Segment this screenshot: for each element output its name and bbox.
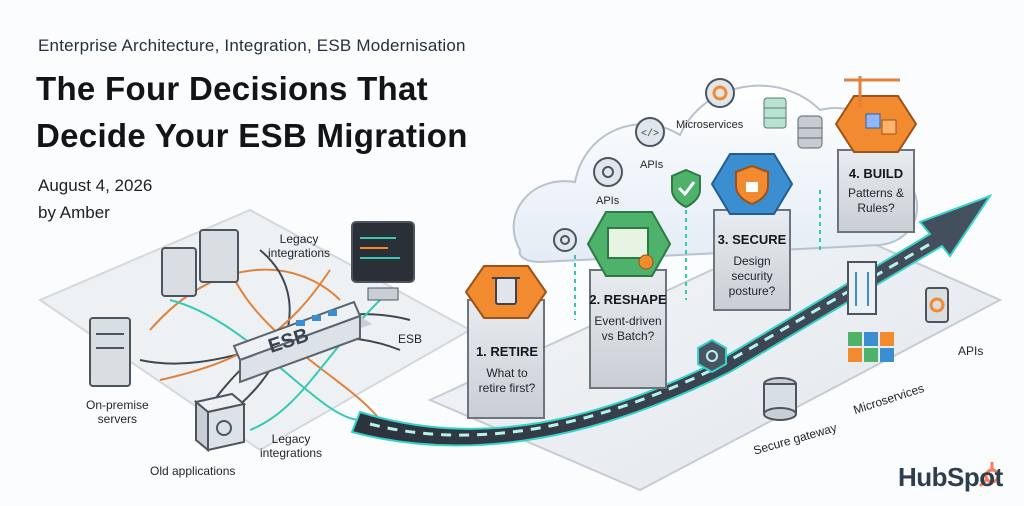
secure-question-line: security <box>731 269 773 283</box>
reshape-question-line: Event-driven <box>594 314 662 328</box>
secure-gateway-database-icon <box>763 377 797 421</box>
api-gear-icon <box>925 287 949 323</box>
build-card-shape <box>834 76 918 233</box>
old-applications-label: Old applications <box>150 464 236 478</box>
headline-line-2: Decide Your ESB Migration <box>36 117 468 154</box>
publish-date: August 4, 2026 <box>38 176 153 195</box>
old-application-box-icon <box>193 392 247 453</box>
servers-label-line: servers <box>97 412 138 426</box>
build-title: 4. BUILD <box>848 166 904 181</box>
esb-box-shape <box>232 300 372 384</box>
legacy-label-line: Legacy <box>279 232 319 246</box>
server-rack-icon <box>89 229 239 387</box>
build-question: Patterns & Rules? <box>838 186 914 216</box>
article-category: Enterprise Architecture, Integration, ES… <box>38 36 466 55</box>
retire-question: What to retire first? <box>470 366 544 396</box>
secure-question-line: posture? <box>728 284 776 298</box>
secure-card-shape <box>710 153 794 311</box>
api-code-icon: </> <box>635 117 665 147</box>
build-question-line: Rules? <box>857 201 895 215</box>
cloud-connectors <box>574 190 821 320</box>
microservices-cubes-icon <box>848 332 894 362</box>
arrow-highlights <box>369 242 931 437</box>
legacy-integrations-bottom-label: Legacy integrations <box>260 432 322 460</box>
headline-line-1: The Four Decisions That <box>36 70 428 107</box>
migration-arrow <box>350 193 993 447</box>
legacy-label-line: Legacy <box>271 432 311 446</box>
svg-text:</>: </> <box>641 128 659 140</box>
servers-label-line: On-premise <box>86 398 149 412</box>
author-byline: by Amber <box>38 203 110 222</box>
secure-title: 3. SECURE <box>717 232 787 247</box>
hubspot-sprocket-icon <box>978 462 1000 488</box>
apis-gear-icon <box>593 157 623 187</box>
build-question-line: Patterns & <box>847 186 905 200</box>
retire-title: 1. RETIRE <box>475 344 539 359</box>
esb-label: ESB <box>398 332 423 346</box>
cloud-apis-label-2: APIs <box>596 195 620 207</box>
microservices-gear-icon <box>705 78 735 108</box>
hubspot-logo: HubSpot <box>898 462 1003 492</box>
reshape-title: 2. RESHAPE <box>589 292 667 307</box>
on-premise-servers-label: On-premise servers <box>86 398 149 426</box>
platform-apis-label: APIs <box>958 344 984 358</box>
gear-hex-icon <box>697 338 727 374</box>
monitor-icon <box>351 221 415 301</box>
legacy-integrations-top-label: Legacy integrations <box>268 232 330 260</box>
secure-question: Design security posture? <box>714 254 790 299</box>
small-gear-icon <box>553 228 577 252</box>
cloud-apis-label: APIs <box>640 159 664 171</box>
reshape-card-shape <box>586 211 672 389</box>
cloud-database-icon <box>763 97 787 129</box>
retire-question-line: What to <box>486 366 528 380</box>
cloud-microservices-label: Microservices <box>676 119 744 131</box>
secure-question-line: Design <box>733 254 771 268</box>
legacy-label-line: integrations <box>268 246 331 260</box>
gateway-tower-icon <box>847 261 877 315</box>
retire-card-shape <box>464 265 548 419</box>
reshape-question: Event-driven vs Batch? <box>588 314 668 344</box>
cloud-server-icon <box>797 115 823 149</box>
retire-question-line: retire first? <box>478 381 536 395</box>
legacy-label-line: integrations <box>260 446 323 460</box>
shield-check-icon <box>671 168 701 209</box>
reshape-question-line: vs Batch? <box>601 329 655 343</box>
